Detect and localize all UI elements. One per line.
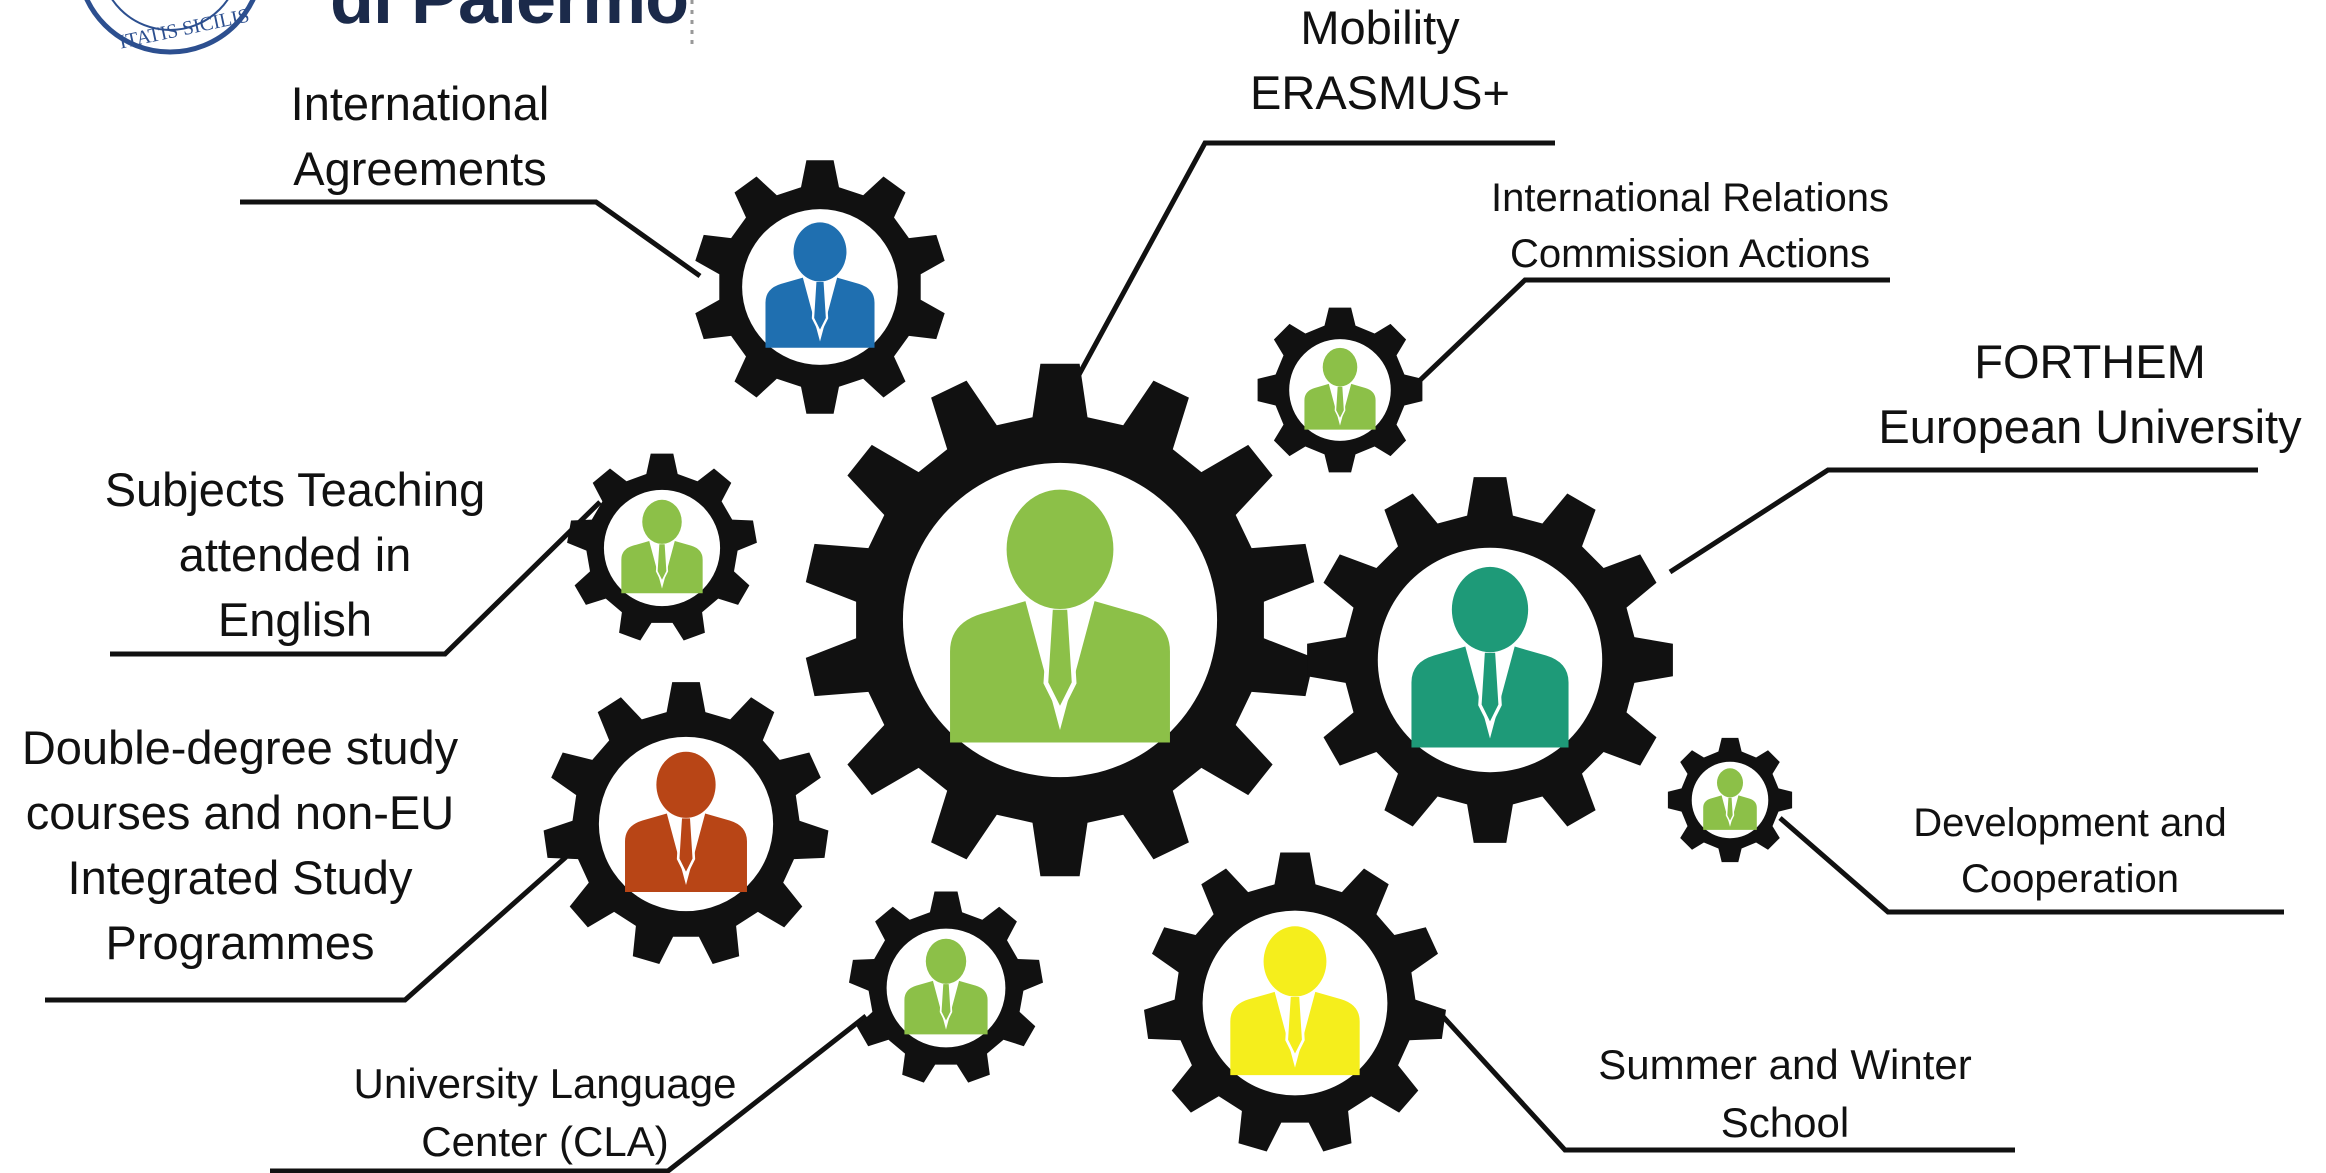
person-icon bbox=[1703, 768, 1757, 830]
gear-international-relations bbox=[1257, 307, 1423, 473]
svg-text:ITATIS SICILIS: ITATIS SICILIS bbox=[117, 5, 251, 54]
connector-language-center bbox=[270, 1014, 868, 1173]
gear-subjects-teaching bbox=[567, 453, 757, 641]
person-icon bbox=[1304, 347, 1376, 430]
connector-summer-winter bbox=[1435, 1008, 2015, 1153]
connector-development-cooperation bbox=[1778, 816, 2284, 915]
gear-international-agreements bbox=[695, 160, 945, 414]
person-icon bbox=[621, 499, 703, 594]
gear-summer-winter bbox=[1144, 852, 1446, 1152]
person-icon bbox=[765, 222, 875, 348]
connector-mobility-erasmus bbox=[1072, 140, 1555, 384]
person-icon bbox=[625, 751, 747, 892]
connector-international-agreements bbox=[240, 199, 702, 279]
person-icon bbox=[1230, 926, 1360, 1076]
gear-mobility-erasmus bbox=[805, 363, 1315, 877]
person-icon bbox=[904, 938, 988, 1035]
connector-forthem bbox=[1668, 467, 2258, 575]
person-icon bbox=[950, 489, 1170, 743]
gears bbox=[543, 160, 1793, 1152]
gear-language-center bbox=[849, 891, 1043, 1083]
connectors bbox=[45, 140, 2284, 1173]
university-logo-text: di Palermo bbox=[330, 0, 689, 40]
connector-subjects-teaching bbox=[110, 500, 602, 657]
university-seal-logo: ITATIS SICILIS bbox=[84, 0, 256, 55]
gear-forthem bbox=[1307, 477, 1673, 843]
gear-double-degree bbox=[543, 682, 829, 964]
connector-international-relations bbox=[1413, 277, 1890, 387]
connector-double-degree bbox=[45, 855, 568, 1003]
person-icon bbox=[1411, 566, 1569, 748]
gear-development-cooperation bbox=[1667, 737, 1793, 863]
